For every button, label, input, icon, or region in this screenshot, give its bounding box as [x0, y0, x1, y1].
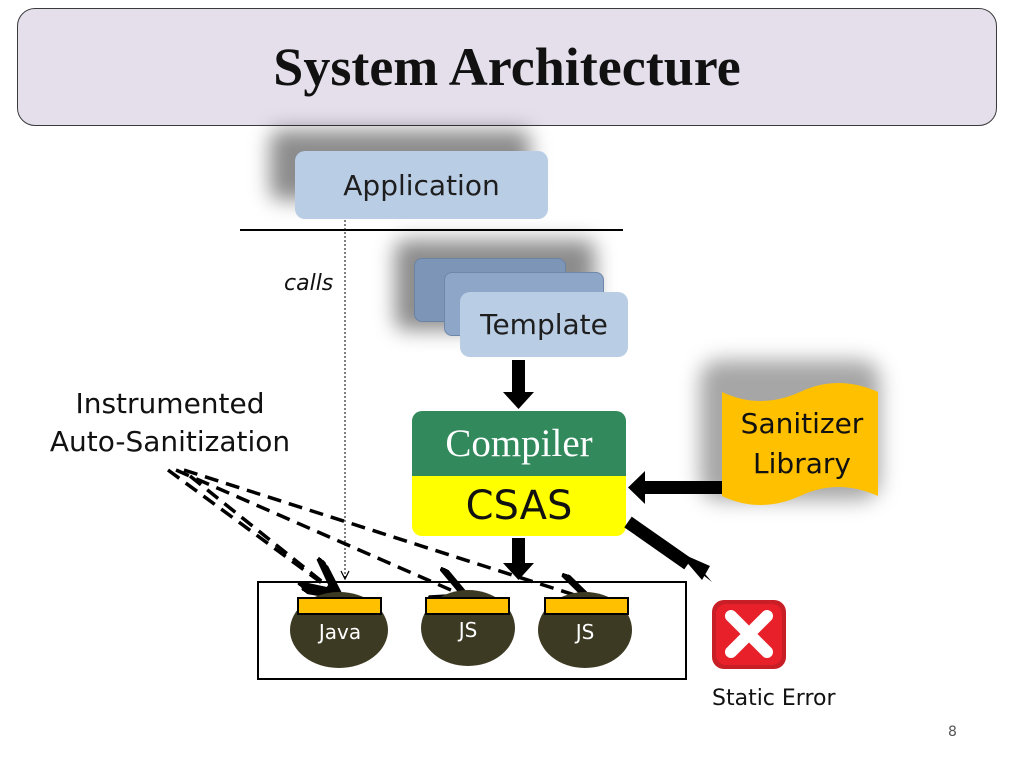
layer-separator-line [240, 229, 623, 231]
csas-to-output-arrow [503, 538, 534, 580]
compiler-label: Compiler [445, 422, 593, 465]
application-label: Application [343, 168, 500, 202]
static-error-label: Static Error [712, 686, 836, 711]
template-label: Template [480, 308, 608, 341]
csas-to-error-arrow [624, 516, 712, 582]
template-box: Template [460, 292, 628, 357]
compiler-box: Compiler [412, 411, 626, 476]
instrumented-label-line1: Instrumented [75, 387, 265, 420]
instrumented-arrows [166, 468, 584, 598]
js-output-label-1: JS [458, 618, 478, 642]
csas-label: CSAS [465, 483, 573, 529]
slide-title: System Architecture [273, 37, 741, 97]
js-output-label-2: JS [575, 620, 595, 644]
application-box: Application [295, 151, 548, 219]
sanitizer-marker-js-2 [544, 597, 629, 615]
title-banner [17, 8, 997, 126]
sanitizer-label-line2: Library [753, 447, 851, 480]
calls-label: calls [284, 271, 334, 296]
sanitizer-marker-js-1 [425, 597, 510, 615]
instrumented-label-line2: Auto-Sanitization [49, 425, 291, 458]
sanitizer-library-scroll [722, 383, 878, 505]
sanitizer-marker-java [297, 597, 382, 615]
csas-box: CSAS [412, 476, 626, 536]
template-to-compiler-arrow [503, 360, 534, 409]
sanitizer-label-line1: Sanitizer [740, 407, 864, 440]
page-number: 8 [948, 724, 957, 740]
instrumented-auto-sanitization-label: Instrumented Auto-Sanitization [36, 385, 304, 461]
sanitizer-to-csas-arrow [628, 471, 722, 504]
sanitizer-library-label: Sanitizer Library [722, 404, 882, 484]
x-mark-icon [712, 600, 786, 669]
java-output-label: Java [318, 620, 362, 644]
